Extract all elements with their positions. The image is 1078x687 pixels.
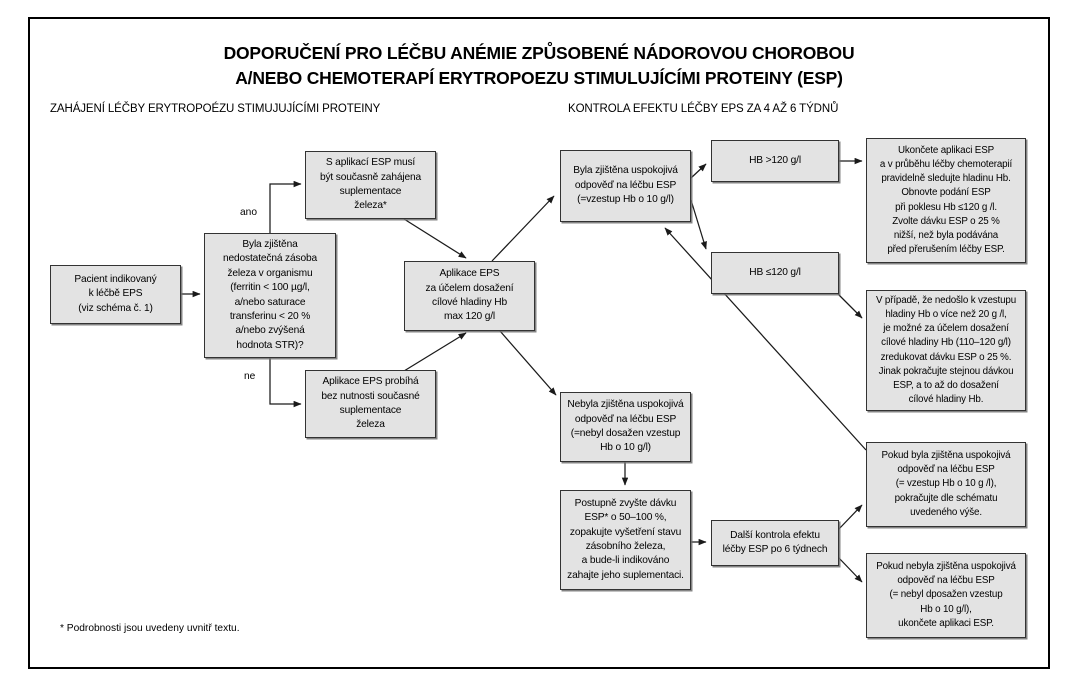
node-outcome-satisfactory[interactable]: Pokud byla zjištěna uspokojivá odpověď n… — [866, 442, 1026, 527]
node-hb-below-threshold[interactable]: HB ≤120 g/l — [711, 252, 839, 294]
diagram-frame — [28, 17, 1050, 669]
edge-label-no: ne — [244, 371, 256, 382]
node-iron-supplement-yes[interactable]: S aplikací ESP musí být současně zahájen… — [305, 151, 436, 219]
node-hb-above-threshold[interactable]: HB >120 g/l — [711, 140, 839, 182]
node-response-no[interactable]: Nebyla zjištěna uspokojivá odpověď na lé… — [560, 392, 691, 462]
node-reduce-dose[interactable]: V případě, že nedošlo k vzestupu hladiny… — [866, 290, 1026, 411]
node-increase-dose[interactable]: Postupně zvyšte dávku ESP* o 50–100 %, z… — [560, 490, 691, 590]
section-label-left: ZAHÁJENÍ LÉČBY ERYTROPOÉZU STIMUJUJÍCÍMI… — [50, 103, 381, 115]
node-stop-esp[interactable]: Ukončete aplikaci ESP a v průběhu léčby … — [866, 138, 1026, 263]
node-outcome-unsatisfactory[interactable]: Pokud nebyla zjištěna uspokojivá odpověď… — [866, 553, 1026, 638]
page-title-line-1: DOPORUČENÍ PRO LÉČBU ANÉMIE ZPŮSOBENÉ NÁ… — [223, 43, 855, 63]
node-patient-start[interactable]: Pacient indikovaný k léčbě EPS (viz sché… — [50, 265, 181, 324]
section-label-right: KONTROLA EFEKTU LÉČBY EPS ZA 4 AŽ 6 TÝDN… — [568, 103, 839, 115]
page-title-line-2: A/NEBO CHEMOTERAPÍ ERYTROPOEZU STIMULUJÍ… — [235, 68, 843, 88]
node-next-check[interactable]: Další kontrola efektu léčby ESP po 6 týd… — [711, 520, 839, 566]
node-iron-decision[interactable]: Byla zjištěna nedostatečná zásoba železa… — [204, 233, 336, 358]
node-iron-supplement-no[interactable]: Aplikace EPS probíhá bez nutnosti součas… — [305, 370, 436, 438]
node-response-yes[interactable]: Byla zjištěna uspokojivá odpověď na léčb… — [560, 150, 691, 222]
footnote: * Podrobnosti jsou uvedeny uvnitř textu. — [60, 623, 240, 634]
edge-label-yes: ano — [240, 207, 257, 218]
node-eps-application[interactable]: Aplikace EPS za účelem dosažení cílové h… — [404, 261, 535, 331]
